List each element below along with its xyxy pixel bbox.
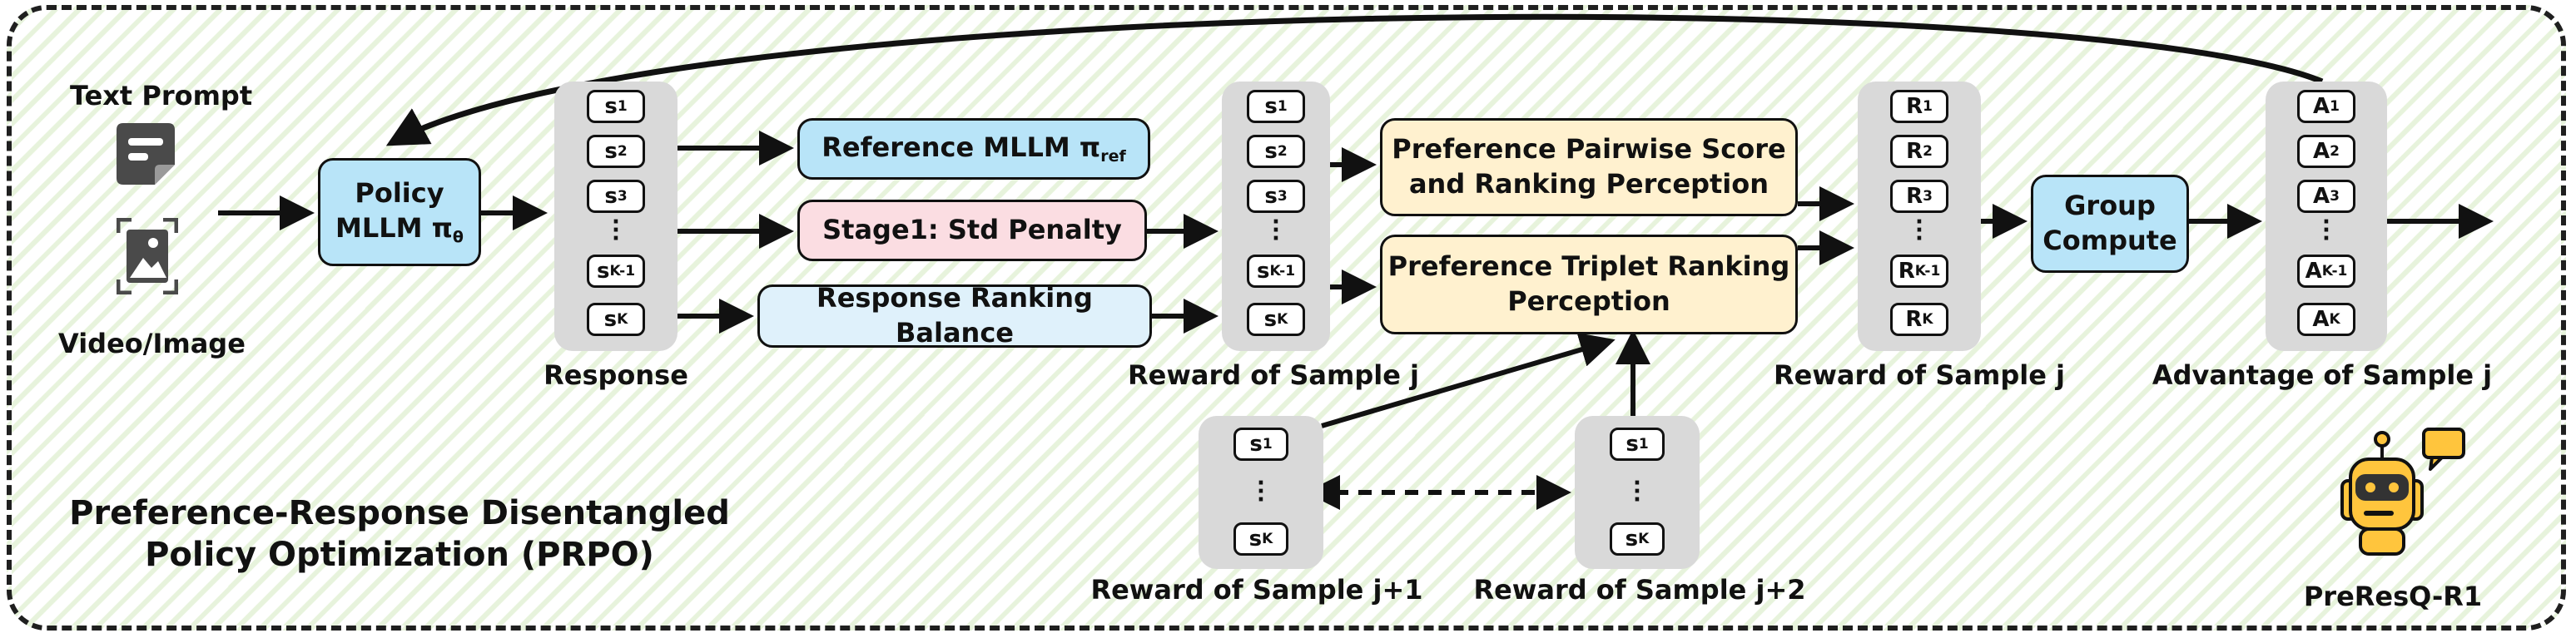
- reward-j2-label: Reward of Sample j+2: [1473, 574, 1806, 606]
- group-line2: Compute: [2042, 225, 2177, 256]
- response-label: Response: [543, 359, 688, 391]
- text-prompt-label: Text Prompt: [70, 80, 253, 111]
- triplet-line1: Preference Triplet Ranking: [1387, 250, 1790, 283]
- title-line1: Preference-Response Disentangled: [69, 494, 730, 532]
- reward-j1-ellipsis: ···: [1257, 471, 1265, 512]
- reward-R-ellipsis: ···: [1915, 210, 1923, 251]
- reward-j-ellipsis: ···: [1272, 210, 1280, 251]
- robot-mascot-icon: [2330, 426, 2480, 567]
- arrow-j1-to-triplet: [1321, 333, 1616, 428]
- response-ranking-balance-box: Response Ranking Balance: [757, 282, 1152, 349]
- pairwise-line2: and Ranking Perception: [1408, 168, 1769, 200]
- mascot-name: PreResQ-R1: [2303, 581, 2483, 612]
- triplet-line2: Perception: [1507, 285, 1670, 317]
- policy-sub: θ: [452, 227, 464, 246]
- response-ellipsis: ···: [612, 210, 620, 251]
- policy-line1: Policy: [355, 177, 444, 210]
- reference-text: Reference MLLM π: [821, 131, 1101, 164]
- reference-sub: ref: [1100, 147, 1126, 166]
- advantage-ellipsis: ···: [2322, 210, 2330, 251]
- reward-j2-ellipsis: ···: [1633, 471, 1641, 512]
- image-frame-icon: [116, 217, 179, 295]
- reward-R-label: Reward of Sample j: [1773, 359, 2066, 391]
- pairwise-line1: Preference Pairwise Score: [1392, 133, 1786, 166]
- diagram-title: Preference-Response Disentangled Policy …: [67, 492, 732, 576]
- text-prompt-icon: [117, 123, 175, 185]
- reward-j1-label: Reward of Sample j+1: [1090, 574, 1423, 606]
- stage1-std-penalty-box: Stage1: Std Penalty: [797, 200, 1147, 261]
- policy-mllm-box: Policy MLLM πθ: [318, 158, 481, 266]
- group-line1: Group: [2064, 190, 2156, 222]
- advantage-label: Advantage of Sample j: [2152, 359, 2493, 391]
- title-line2: Policy Optimization (PRPO): [145, 536, 654, 574]
- policy-line2: MLLM π: [335, 211, 453, 244]
- video-image-label: Video/Image: [58, 328, 246, 359]
- reward-j-label: Reward of Sample j: [1127, 359, 1420, 391]
- reference-mllm-box: Reference MLLM πref: [797, 118, 1150, 180]
- feedback-arrow: [385, 13, 2324, 146]
